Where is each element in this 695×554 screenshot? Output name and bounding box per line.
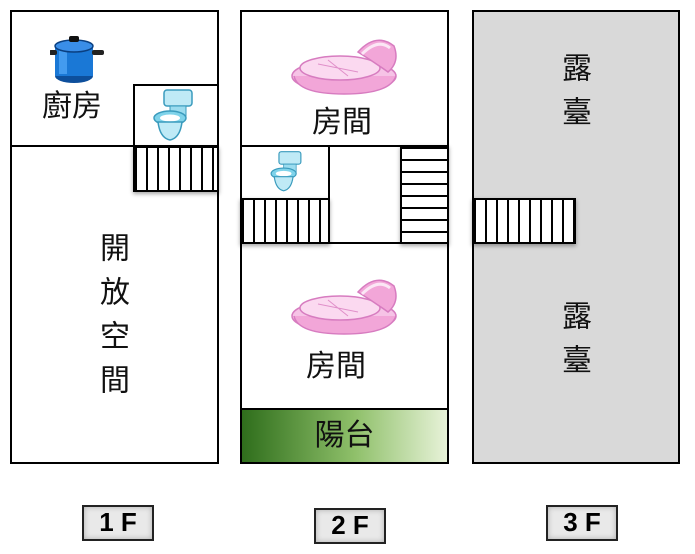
terrace-top-label: 露臺 <box>556 52 591 140</box>
floor-2-tag: 2 F <box>314 508 386 544</box>
floor-1-plan <box>10 10 219 464</box>
open-space-label: 開放空間 <box>94 232 129 408</box>
floor-1-divider <box>10 145 219 147</box>
floor-2-stairs-vertical <box>400 145 449 244</box>
floor-3-stairs <box>472 198 576 244</box>
floor-1-stairs <box>133 146 219 192</box>
terrace-bottom-label: 露臺 <box>556 300 591 388</box>
cooking-pot-icon <box>50 36 104 83</box>
room-top-label: 房間 <box>312 105 372 140</box>
kitchen-label: 廚房 <box>42 89 102 124</box>
balcony: 陽台 <box>240 408 449 464</box>
floor-2-divider-top <box>240 145 449 147</box>
floor-2-mid-wall <box>328 145 330 244</box>
floor-2-stairs-horizontal <box>240 198 330 244</box>
floor-1-tag: 1 F <box>82 505 154 541</box>
floor-3-tag: 3 F <box>546 505 618 541</box>
toilet-icon <box>153 89 193 141</box>
room-bottom-label: 房間 <box>306 349 366 384</box>
floor-2-divider-mid <box>240 242 449 244</box>
bassinet-icon <box>291 39 397 95</box>
bassinet-icon <box>291 279 397 335</box>
toilet-icon <box>270 151 302 192</box>
